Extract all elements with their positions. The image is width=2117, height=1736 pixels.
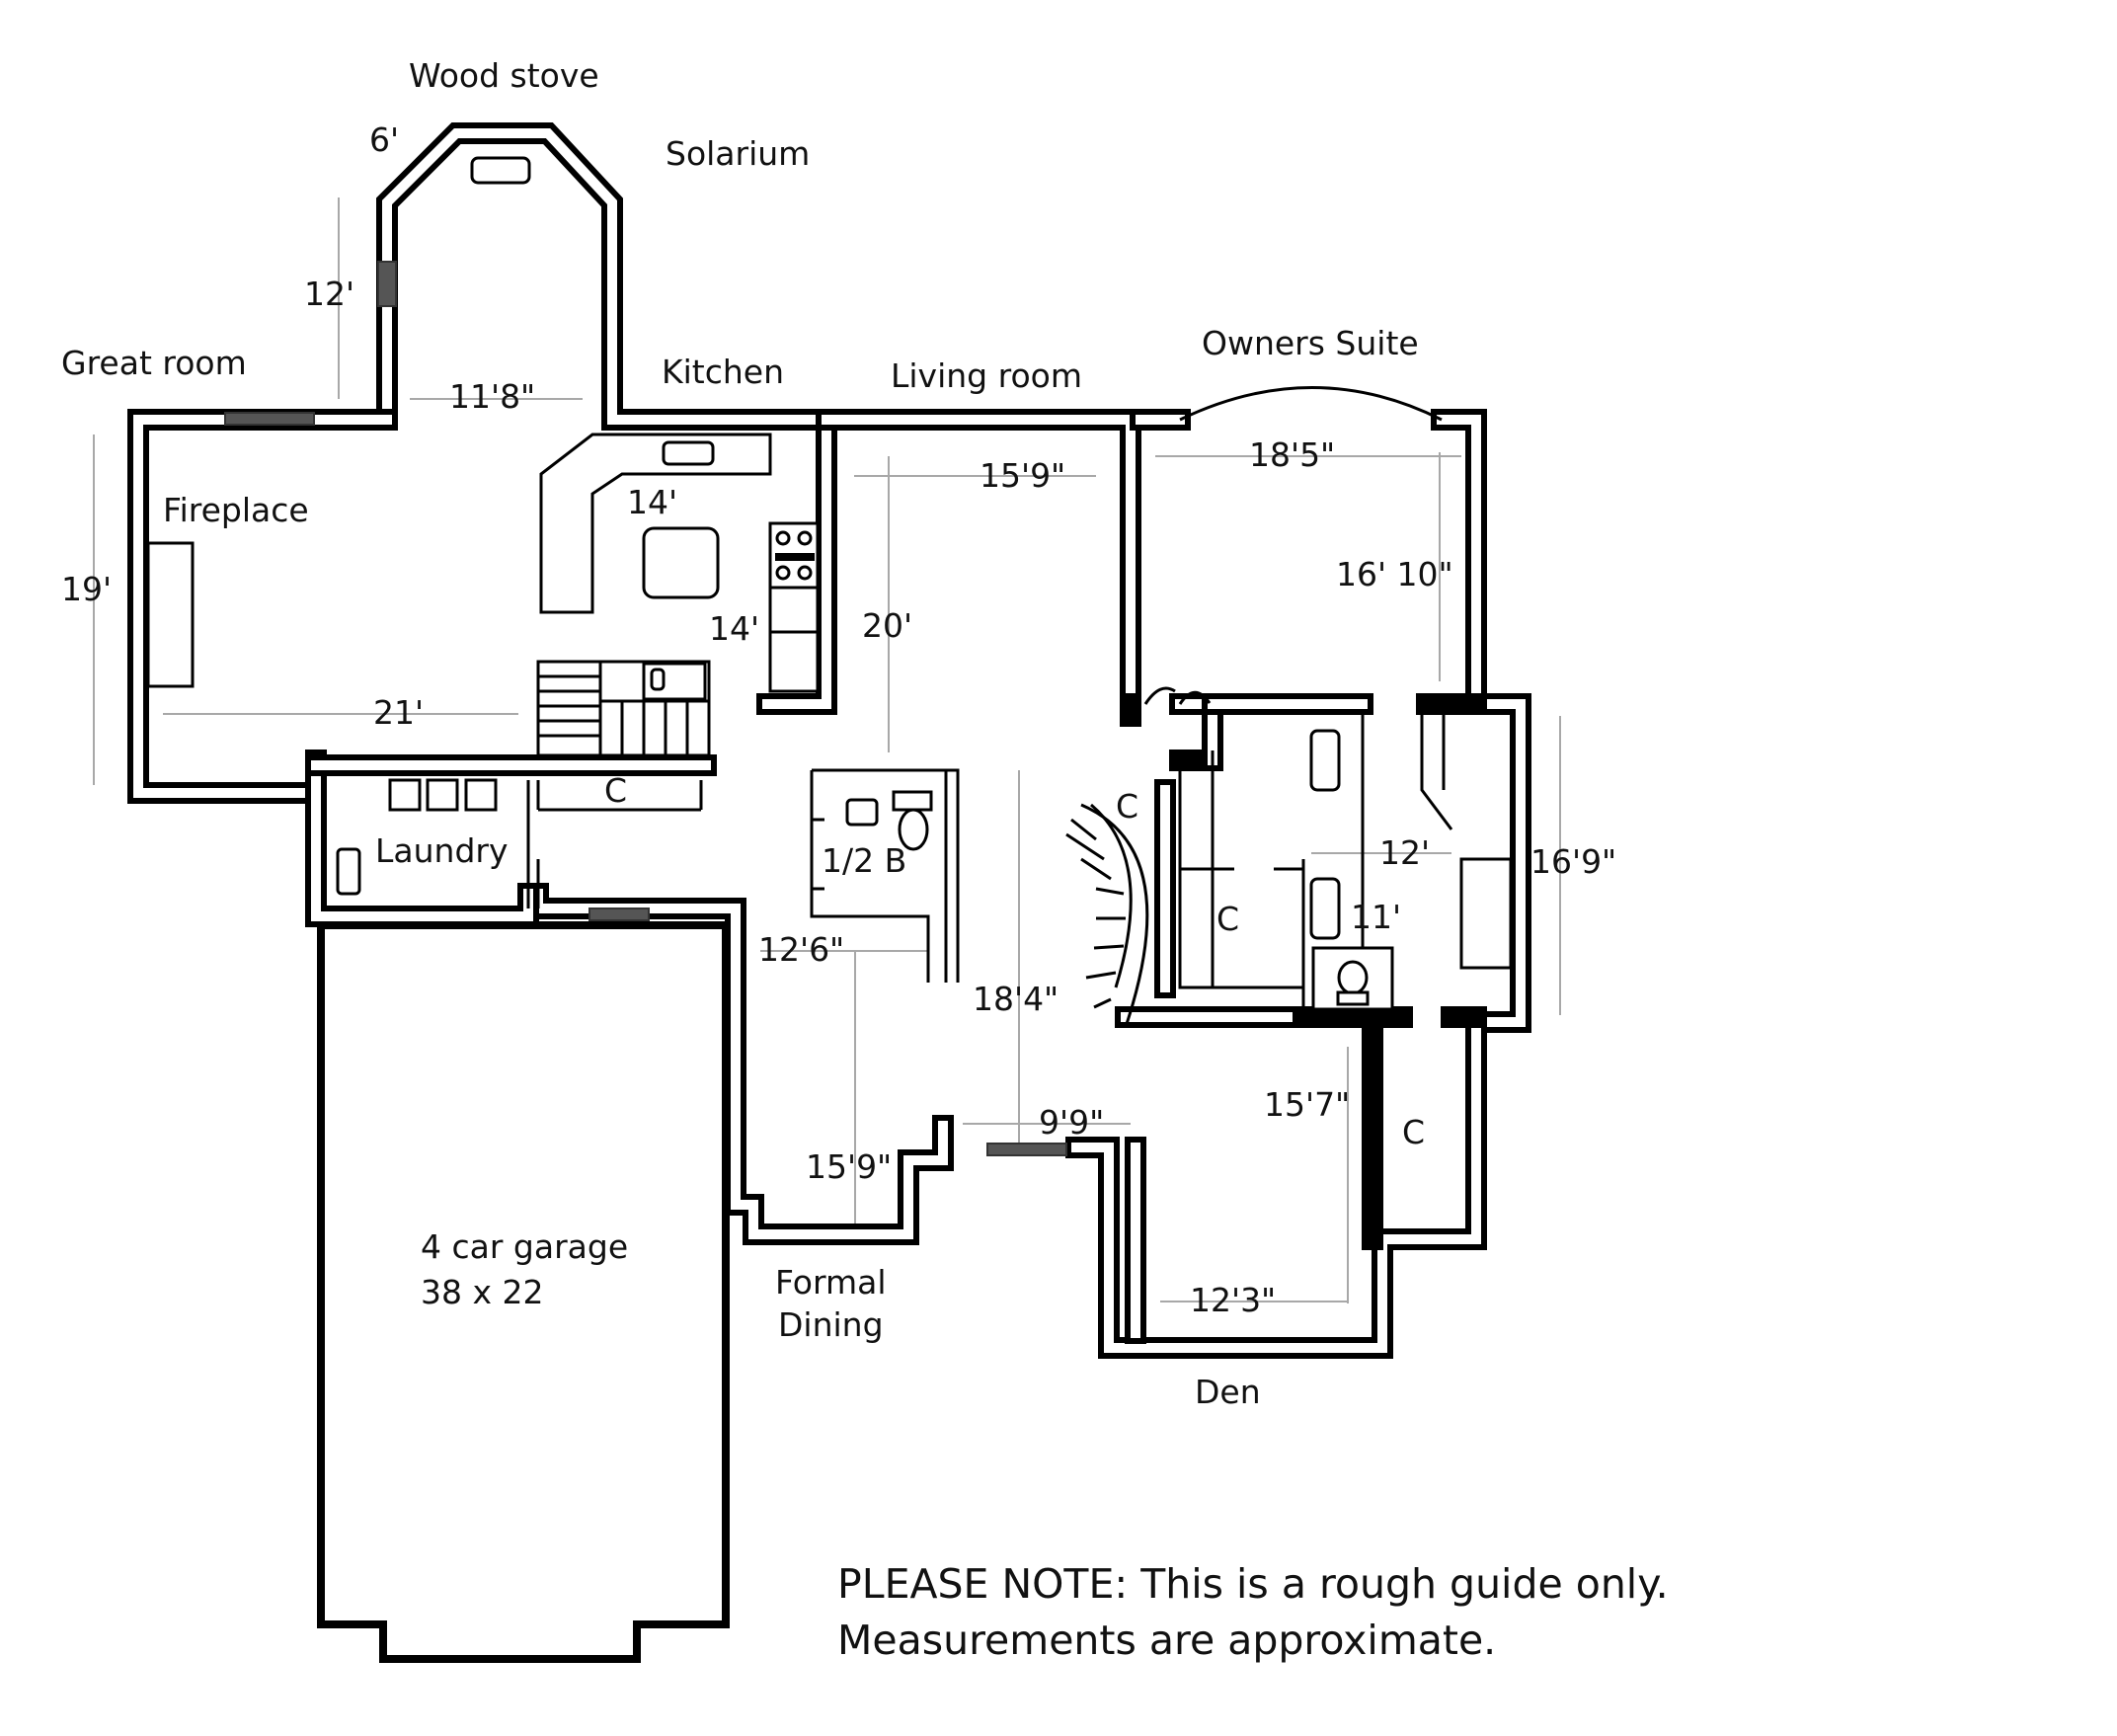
disclaimer-note: PLEASE NOTE: This is a rough guide only.… xyxy=(837,1560,1669,1664)
label-wood-stove: Wood stove xyxy=(409,56,599,95)
dim-bath-width: 12' xyxy=(1379,833,1430,872)
label-garage-size: 38 x 22 xyxy=(421,1273,544,1311)
dim-living-width: 15'9" xyxy=(980,456,1065,495)
dim-solarium-length: 12' xyxy=(304,275,354,313)
dim-great-room-width: 21' xyxy=(373,693,424,732)
dim-den-depth: 15'7" xyxy=(1264,1085,1350,1124)
fireplace-icon xyxy=(146,541,195,688)
label-half-bath: 1/2 B xyxy=(822,841,906,880)
dim-great-room-depth: 19' xyxy=(61,570,112,608)
dim-kitchen-depth: 14' xyxy=(709,609,759,648)
label-garage: 4 car garage xyxy=(421,1227,628,1266)
label-closet-stairs: C xyxy=(1116,787,1138,826)
label-fireplace: Fireplace xyxy=(163,491,309,529)
label-living-room: Living room xyxy=(891,356,1082,395)
dim-solarium-angle: 6' xyxy=(369,120,399,159)
dim-foyer-depth: 18'4" xyxy=(973,980,1058,1018)
bathtub-icon xyxy=(1309,729,1341,792)
toilet-icon xyxy=(898,808,929,851)
wood-stove-icon xyxy=(470,156,531,185)
label-formal-dining-2: Dining xyxy=(778,1305,884,1344)
label-closet-laundry: C xyxy=(604,771,627,810)
fixtures xyxy=(146,156,1513,1156)
dim-suite-width: 18'5" xyxy=(1249,435,1335,474)
door-swings xyxy=(1143,686,1212,705)
dim-foyer-width: 9'9" xyxy=(1039,1103,1104,1142)
label-kitchen: Kitchen xyxy=(662,353,784,391)
stairs xyxy=(536,660,711,757)
note-line-1: PLEASE NOTE: This is a rough guide only. xyxy=(837,1560,1669,1608)
curved-staircase xyxy=(1065,803,1149,1028)
dim-suite-total: 16'9" xyxy=(1530,842,1616,881)
dimension-labels: 6' 12' 11'8" 19' 21' 14' 14' 15'9" 20' 1… xyxy=(61,120,1616,1319)
kitchen-island xyxy=(642,526,720,599)
dim-kitchen-width: 14' xyxy=(627,483,677,521)
dim-living-depth: 20' xyxy=(862,606,912,645)
label-formal-dining: Formal xyxy=(775,1263,887,1302)
dim-suite-depth: 16' 10" xyxy=(1336,555,1453,593)
dim-bath-depth: 11' xyxy=(1351,898,1401,936)
toilet-tank xyxy=(892,790,933,812)
dim-solarium-width: 11'8" xyxy=(449,377,535,416)
dim-dining-depth: 12'6" xyxy=(758,930,844,969)
label-laundry: Laundry xyxy=(375,831,508,870)
label-owners-suite: Owners Suite xyxy=(1202,324,1419,362)
room-labels: Wood stove Solarium Great room Fireplace… xyxy=(61,56,1425,1411)
dim-dining-width: 15'9" xyxy=(806,1147,892,1186)
label-den: Den xyxy=(1195,1373,1261,1411)
dimension-lines xyxy=(93,197,1561,1303)
label-closet-suite: C xyxy=(1216,900,1239,938)
label-great-room: Great room xyxy=(61,344,247,382)
sink-icon xyxy=(662,440,715,466)
note-line-2: Measurements are approximate. xyxy=(837,1617,1496,1664)
garage-walls xyxy=(317,907,730,1663)
interior-walls xyxy=(526,660,1487,1344)
kitchen-counter xyxy=(539,433,772,614)
label-closet-den: C xyxy=(1402,1113,1425,1151)
label-solarium: Solarium xyxy=(666,134,810,173)
dim-den-width: 12'3" xyxy=(1190,1281,1276,1319)
vanity-icon xyxy=(845,798,879,827)
